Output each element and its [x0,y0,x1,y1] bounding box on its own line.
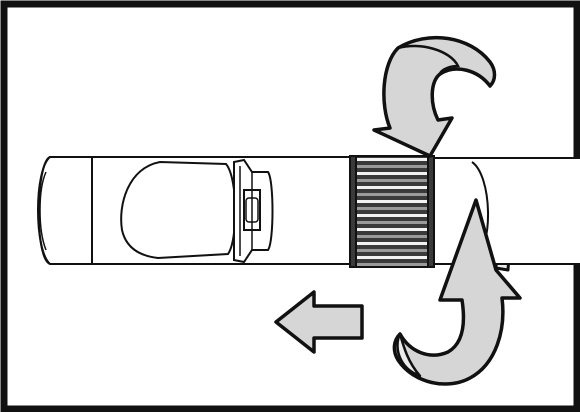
knurl-stripe [357,179,427,182]
knurl-stripe [357,158,427,161]
rotate-arrow-bottom [392,198,522,386]
knurl-stripe [357,263,427,266]
knurl-stripe [357,235,427,238]
rotate-arrow-bottom-back [396,332,422,378]
knurl-stripe [357,200,427,203]
knurl-stripe [357,214,427,217]
knurl-stripe [357,186,427,189]
connector [233,158,274,264]
knurl-stripe [357,165,427,168]
rotate-arrow-top-inner [397,44,461,75]
rotate-arrow-top [372,35,497,158]
left-arrow-icon [274,290,364,354]
lens-window [120,160,237,260]
knurled-ring-icon [349,155,435,268]
knurl-stripe [357,249,427,252]
knurl-stripe [357,228,427,231]
right-tube [430,157,580,265]
knurl-stripe [357,242,427,245]
knurl-stripe [357,193,427,196]
knurl-stripe [357,207,427,210]
knurl-stripe [357,172,427,175]
knurl-stripe [357,221,427,224]
knurl-stripe [357,256,427,259]
